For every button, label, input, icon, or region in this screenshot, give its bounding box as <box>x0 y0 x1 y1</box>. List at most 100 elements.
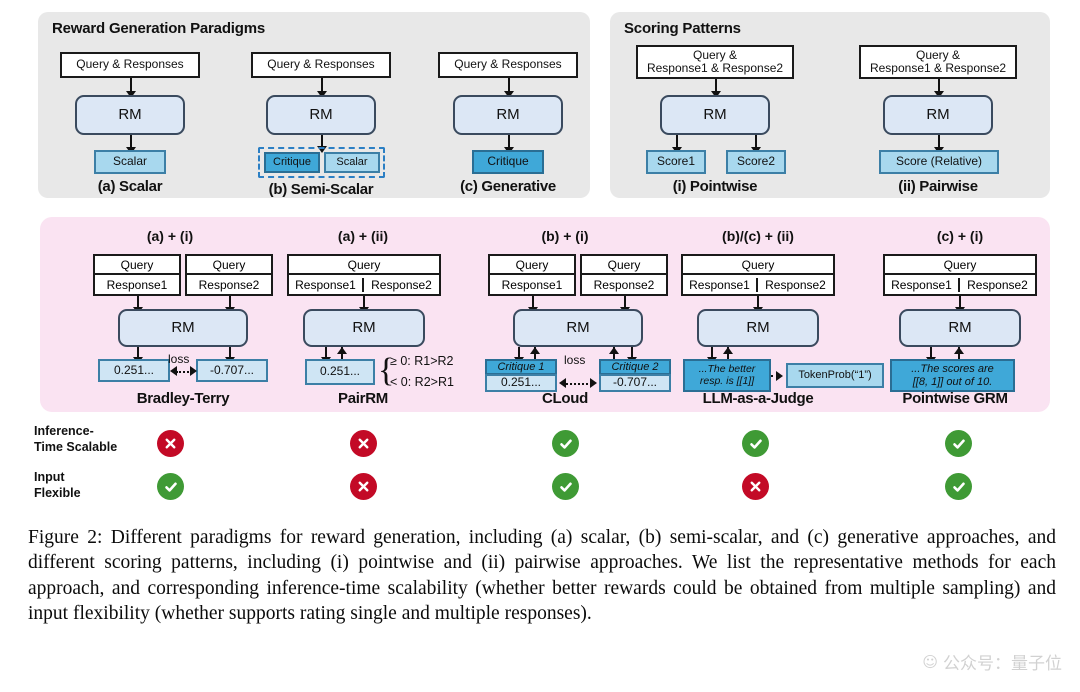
method-cloud-combo: (b) + (i) <box>541 228 589 244</box>
method-cloud-critique-right: Critique 2 <box>599 359 671 375</box>
watermark-text: 公众号：量子位 <box>943 654 1062 674</box>
method-cloud-score-right: -0.707... <box>599 374 671 392</box>
status-mark-input-pointwise-grm <box>945 473 972 500</box>
method-llm-judge-name: LLM-as-a-Judge <box>702 390 814 407</box>
method-bradley-terry-input-2: Query Response2 <box>185 254 273 296</box>
paradigm-b-model: RM <box>266 95 376 135</box>
input-response-label: Response1 <box>106 277 168 292</box>
paradigm-a-model: RM <box>75 95 185 135</box>
method-pointwise-grm-input: Query Response1 Response2 <box>883 254 1037 296</box>
watermark-icon: ☺ <box>922 652 938 671</box>
method-bradley-terry-name: Bradley-Terry <box>136 390 230 407</box>
input-response2-label: Response2 <box>967 277 1028 292</box>
status-row-label-line2: Flexible <box>34 485 81 500</box>
llm-judge-critique-line2: resp. is [[1]] <box>699 374 755 387</box>
llm-critique-to-tokenprob-connector <box>771 375 778 377</box>
scoring-ii-input: Query & Response1 & Response2 <box>859 45 1017 79</box>
scoring-i-input: Query & Response1 & Response2 <box>636 45 794 79</box>
status-row-label-line1: Input <box>34 470 65 484</box>
method-cloud-input-1: Query Response1 <box>488 254 576 296</box>
bt-loss-arrow-left <box>170 366 177 376</box>
status-mark-inference-pairrm <box>350 430 377 457</box>
input-query-label: Query <box>683 256 833 275</box>
status-mark-input-pairrm <box>350 473 377 500</box>
method-llm-judge-tokenprob: TokenProb(“1”) <box>786 363 884 388</box>
method-pairrm-rule-top: ≥ 0: R1>R2 <box>390 354 454 368</box>
status-mark-inference-bradley-terry <box>157 430 184 457</box>
scoring-i-output-score2: Score2 <box>726 150 786 174</box>
status-mark-inference-llm-judge <box>742 430 769 457</box>
method-pointwise-grm-model: RM <box>899 309 1021 347</box>
method-pointwise-grm-combo: (c) + (i) <box>936 228 984 244</box>
paradigm-a-input: Query & Responses <box>60 52 200 78</box>
cloud-loss-arrow-left <box>559 378 566 388</box>
method-bradley-terry-loss-label: loss <box>168 352 190 366</box>
input-query-label: Query <box>582 256 666 275</box>
paradigm-a-caption: (a) Scalar <box>97 178 163 195</box>
status-mark-inference-pointwise-grm <box>945 430 972 457</box>
status-row-label-input-flexible: Input Flexible <box>34 470 154 501</box>
scoring-ii-input-line2: Response1 & Response2 <box>869 61 1007 75</box>
paradigm-b-output-critique: Critique <box>264 152 320 173</box>
status-mark-inference-cloud <box>552 430 579 457</box>
scoring-ii-output-score: Score (Relative) <box>879 150 999 174</box>
method-cloud-model: RM <box>513 309 643 347</box>
paradigm-c-input: Query & Responses <box>438 52 578 78</box>
status-row-label-inference-time-scalable: Inference- Time Scalable <box>34 424 154 455</box>
method-bradley-terry-input-1: Query Response1 <box>93 254 181 296</box>
paradigm-b-output-group <box>258 147 385 178</box>
figure-caption: Figure 2: Different paradigms for reward… <box>28 527 1056 625</box>
method-cloud-score-left: 0.251... <box>485 374 557 392</box>
input-response1-label: Response1 <box>885 277 960 292</box>
paradigm-a-output-scalar: Scalar <box>94 150 166 174</box>
method-pointwise-grm-name: Pointwise GRM <box>902 390 1008 407</box>
method-cloud-input-2: Query Response2 <box>580 254 668 296</box>
input-query-label: Query <box>885 256 1035 275</box>
cloud-loss-arrow-right <box>590 378 597 388</box>
scoring-ii-input-line1: Query & <box>915 47 960 62</box>
input-query-label: Query <box>187 256 271 275</box>
method-pairrm-model: RM <box>303 309 425 347</box>
method-pairrm-score: 0.251... <box>305 359 375 385</box>
pairrm-brace: { <box>378 352 395 389</box>
method-pairrm-input: Query Response1 Response2 <box>287 254 441 296</box>
input-response2-label: Response2 <box>371 277 432 292</box>
status-mark-input-cloud <box>552 473 579 500</box>
status-mark-input-llm-judge <box>742 473 769 500</box>
scoring-ii-caption: (ii) Pairwise <box>898 178 978 195</box>
input-response2-label: Response2 <box>765 277 826 292</box>
input-response-label: Response2 <box>593 277 655 292</box>
method-cloud-critique-left: Critique 1 <box>485 359 557 375</box>
scoring-i-input-line1: Query & <box>692 47 737 62</box>
bt-loss-connector <box>176 371 192 373</box>
input-query-label: Query <box>289 256 439 275</box>
input-query-label: Query <box>490 256 574 275</box>
reward-generation-panel-title: Reward Generation Paradigms <box>52 20 266 37</box>
input-response1-label: Response1 <box>289 277 364 292</box>
cloud-loss-connector <box>566 383 592 385</box>
grm-critique-line2: [[8, 1]] out of 10. <box>912 375 993 388</box>
input-query-label: Query <box>95 256 179 275</box>
method-bradley-terry-score-right: -0.707... <box>196 359 268 382</box>
paradigm-c-caption: (c) Generative <box>460 178 556 195</box>
scoring-i-model: RM <box>660 95 770 135</box>
paradigm-c-output-critique: Critique <box>472 150 544 174</box>
bt-loss-arrow-right <box>190 366 197 376</box>
scoring-ii-model: RM <box>883 95 993 135</box>
paradigm-b-output-scalar: Scalar <box>324 152 380 173</box>
method-llm-judge-combo: (b)/(c) + (ii) <box>722 228 794 244</box>
method-bradley-terry-model: RM <box>118 309 248 347</box>
status-row-label-line2: Time Scalable <box>34 439 118 454</box>
paradigm-b-caption: (b) Semi-Scalar <box>268 181 374 198</box>
scoring-i-caption: (i) Pointwise <box>672 178 758 195</box>
llm-judge-critique-line1: ...The better <box>698 362 756 375</box>
scoring-patterns-panel-title: Scoring Patterns <box>624 20 741 37</box>
method-bradley-terry-score-left: 0.251... <box>98 359 170 382</box>
method-llm-judge-critique: ...The better resp. is [[1]] <box>683 359 771 392</box>
scoring-i-input-line2: Response1 & Response2 <box>646 61 784 75</box>
method-cloud-name: CLoud <box>542 390 588 407</box>
scoring-i-output-score1: Score1 <box>646 150 706 174</box>
watermark: ☺ 公众号：量子位 <box>922 649 1062 675</box>
grm-critique-line1: ...The scores are <box>911 363 994 376</box>
